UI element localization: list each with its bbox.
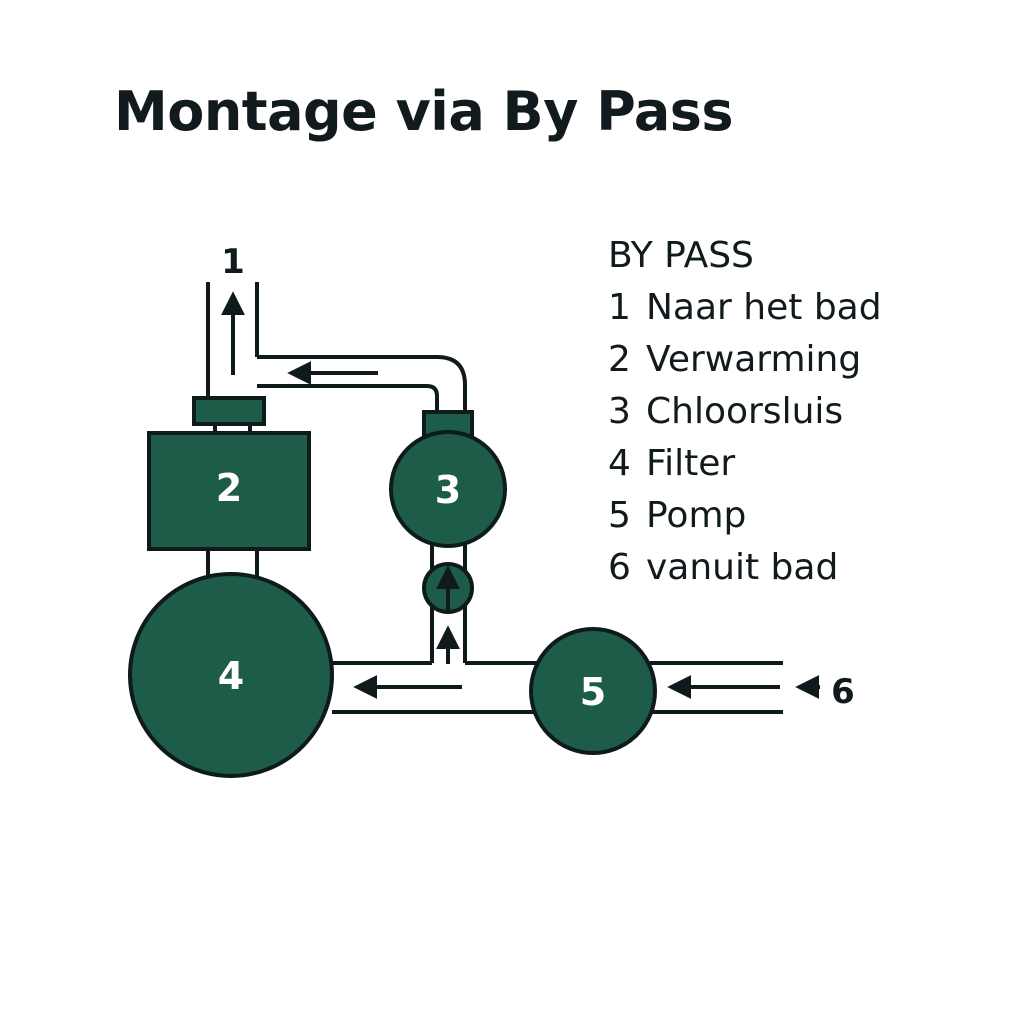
outlet-label: 1	[221, 242, 245, 282]
legend-item-label: Verwarming	[646, 339, 862, 380]
flow-arrows	[221, 291, 820, 699]
heater-label: 2	[216, 466, 242, 510]
outlet-fitting	[192, 396, 266, 426]
heater-box	[147, 431, 311, 551]
page-title: Montage via By Pass	[114, 80, 734, 143]
inlet-label: 6	[831, 672, 855, 712]
legend-item-number: 5	[608, 495, 631, 536]
legend-item-label: Filter	[646, 443, 736, 484]
legend-item-number: 2	[608, 339, 631, 380]
main-pipe	[332, 661, 545, 714]
legend-item-label: vanuit bad	[646, 547, 839, 588]
legend-item-label: Chloorsluis	[646, 391, 844, 432]
legend-item-number: 3	[608, 391, 631, 432]
legend: BY PASS 1 Naar het bad 2 Verwarming 3 Chloo…	[608, 230, 882, 594]
legend-item: 6 vanuit bad	[608, 542, 882, 594]
inlet-pipe	[650, 661, 783, 714]
filter-body	[128, 572, 334, 778]
legend-heading: BY PASS	[608, 235, 754, 276]
legend-item: 3 Chloorsluis	[608, 386, 882, 438]
pump-label: 5	[580, 670, 606, 714]
legend-list: 1 Naar het bad 2 Verwarming 3 Chloorsluis 4…	[608, 282, 882, 594]
chlorinator-body	[389, 430, 507, 548]
legend-item: 5 Pomp	[608, 490, 882, 542]
legend-item: 1 Naar het bad	[608, 282, 882, 334]
pump-body	[529, 627, 657, 755]
legend-item: 2 Verwarming	[608, 334, 882, 386]
legend-item-number: 1	[608, 287, 631, 328]
legend-item-number: 6	[608, 547, 631, 588]
filter-label: 4	[218, 654, 244, 698]
return-pipe	[257, 355, 467, 412]
outlet-pipe	[206, 282, 259, 400]
legend-item: 4 Filter	[608, 438, 882, 490]
legend-item-label: Pomp	[646, 495, 747, 536]
legend-item-number: 4	[608, 443, 631, 484]
chlorinator-label: 3	[435, 468, 461, 512]
legend-item-label: Naar het bad	[646, 287, 882, 328]
